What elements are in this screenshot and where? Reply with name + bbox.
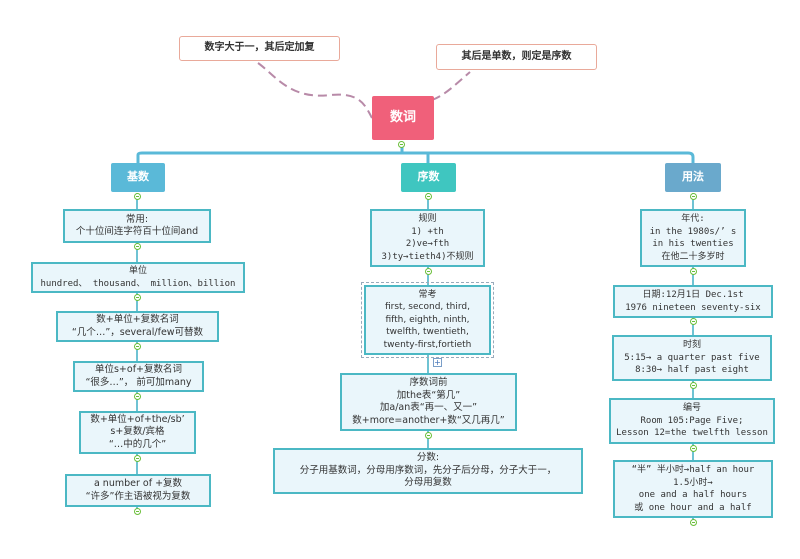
collapse-toggle-icon[interactable] <box>134 343 141 350</box>
cardinal-item[interactable]: a number of +复数 “许多”作主语被视为复数 <box>65 474 211 507</box>
collapse-toggle-icon[interactable] <box>425 268 432 275</box>
callout-left-connector <box>257 62 373 119</box>
callout-right-connector <box>431 71 471 101</box>
root-branch <box>136 143 695 163</box>
category-ordinal[interactable]: 序数 <box>401 163 456 192</box>
collapse-toggle-icon[interactable] <box>425 432 432 439</box>
expand-plus-icon[interactable]: + <box>433 358 442 367</box>
usage-item[interactable]: 日期:12月1日 Dec.1st 1976 nineteen seventy-s… <box>613 285 773 318</box>
ordinal-item[interactable]: 常考 first, second, third, fifth, eighth, … <box>361 282 494 358</box>
ordinal-item[interactable]: 序数词前 加the表“第几” 加a/an表“再一、又一” 数+more=anot… <box>340 373 517 431</box>
collapse-toggle-icon[interactable] <box>134 243 141 250</box>
collapse-toggle-icon[interactable] <box>690 193 697 200</box>
ordinal-item[interactable]: 分数: 分子用基数词，分母用序数词，先分子后分母，分子大于一， 分母用复数 <box>273 448 583 494</box>
usage-item[interactable]: 时刻 5:15→ a quarter past five 8:30→ half … <box>612 335 772 381</box>
cardinal-item[interactable]: 单位 hundred、 thousand、 million、billion <box>31 262 245 293</box>
collapse-toggle-icon[interactable] <box>134 294 141 301</box>
cardinal-item[interactable]: 数+单位+of+the/sb’ s+复数/宾格 “…中的几个” <box>79 411 196 454</box>
collapse-toggle-icon[interactable] <box>134 393 141 400</box>
collapse-toggle-icon[interactable] <box>690 519 697 526</box>
collapse-toggle-icon[interactable] <box>690 268 697 275</box>
collapse-toggle-icon[interactable] <box>134 455 141 462</box>
category-cardinal[interactable]: 基数 <box>111 163 165 192</box>
callout-right: 其后是单数，则定是序数 <box>436 44 597 70</box>
collapse-toggle-icon[interactable] <box>425 193 432 200</box>
ordinal-item[interactable]: 规则 1) +th 2)ve→fth 3)ty→tieth4)不规则 <box>370 209 485 267</box>
collapse-toggle-icon[interactable] <box>690 382 697 389</box>
collapse-toggle-icon[interactable] <box>134 508 141 515</box>
usage-item[interactable]: 年代: in the 1980s/’ s in his twenties 在他二… <box>640 209 746 267</box>
usage-item[interactable]: “半” 半小时→half an hour 1.5小时→ one and a ha… <box>613 460 773 518</box>
category-usage[interactable]: 用法 <box>665 163 721 192</box>
cardinal-item[interactable]: 数+单位+复数名词 “几个…”，several/few可替数 <box>56 311 219 342</box>
collapse-toggle-icon[interactable] <box>690 318 697 325</box>
root-node[interactable]: 数词 <box>372 96 434 140</box>
cardinal-item[interactable]: 单位s+of+复数名词 “很多…”， 前可加many <box>73 361 204 392</box>
collapse-toggle-icon[interactable] <box>398 141 405 148</box>
collapse-toggle-icon[interactable] <box>690 445 697 452</box>
collapse-toggle-icon[interactable] <box>134 193 141 200</box>
cardinal-item[interactable]: 常用: 个十位间连字符百十位间and <box>63 209 211 243</box>
usage-item[interactable]: 编号 Room 105:Page Five; Lesson 12=the twe… <box>609 398 775 444</box>
callout-left: 数字大于一，其后定加复 <box>179 36 340 61</box>
